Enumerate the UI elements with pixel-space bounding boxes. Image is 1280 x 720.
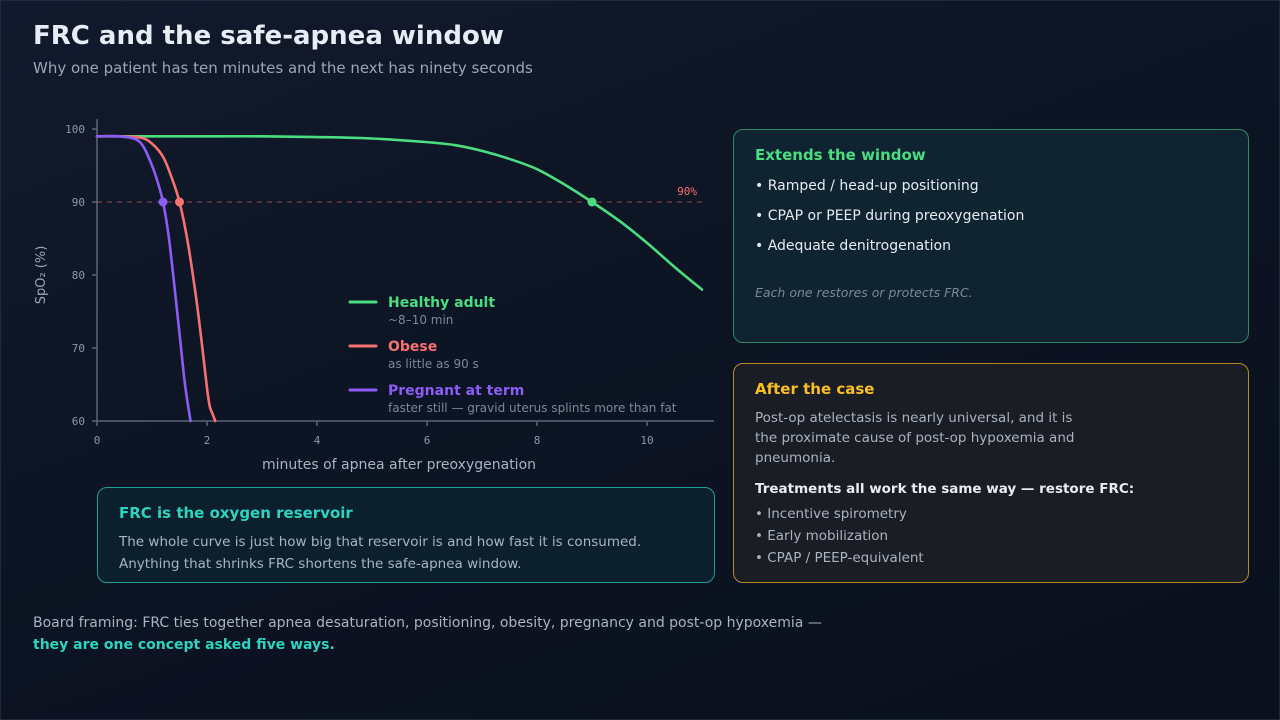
x-tick-label: 10 <box>640 434 653 447</box>
after-lead: Treatments all work the same way — resto… <box>755 481 1135 497</box>
chart-series <box>95 134 704 423</box>
frc-line-1: The whole curve is just how big that res… <box>119 534 642 550</box>
y-tick-label: 80 <box>72 269 85 282</box>
frc-reservoir-card: FRC is the oxygen reservoir The whole cu… <box>97 487 715 583</box>
footer-text: Board framing: FRC ties together apnea d… <box>33 615 822 631</box>
legend-label-obese: Obese <box>388 339 437 355</box>
marker-pregnant-at-term <box>158 197 168 207</box>
x-tick-label: 6 <box>424 434 431 447</box>
y-axis-label: SpO₂ (%) <box>34 246 49 305</box>
chart-ticks: 60 70 80 90 100 0 2 4 6 8 10 <box>65 123 654 447</box>
after-title: After the case <box>755 380 875 398</box>
after-list: • Incentive spirometry • Early mobilizat… <box>755 506 924 572</box>
x-axis-label: minutes of apnea after preoxygenation <box>262 457 536 473</box>
list-item: • Ramped / head-up positioning <box>755 178 979 194</box>
list-item: • CPAP / PEEP-equivalent <box>755 550 924 566</box>
x-tick-label: 4 <box>314 434 321 447</box>
y-tick-label: 90 <box>72 196 85 209</box>
list-item: • Adequate denitrogenation <box>755 238 951 254</box>
x-tick-label: 0 <box>94 434 101 447</box>
page-subtitle: Why one patient has ten minutes and the … <box>33 59 533 77</box>
marker-obese <box>175 197 184 207</box>
series-line-pregnant-at-term <box>95 134 192 423</box>
y-tick-label: 100 <box>65 123 85 136</box>
y-tick-label: 70 <box>72 342 85 355</box>
frc-body: The whole curve is just how big that res… <box>119 531 699 575</box>
frc-title: FRC is the oxygen reservoir <box>119 504 353 522</box>
threshold-group: 90% <box>97 185 702 203</box>
footer-emphasis: they are one concept asked five ways. <box>33 637 335 653</box>
extends-note: Each one restores or protects FRC. <box>755 285 973 300</box>
y-tick-label: 60 <box>72 415 85 428</box>
legend-note-obese: as little as 90 s <box>388 357 479 371</box>
series-line-obese <box>95 134 217 423</box>
legend-label-healthy-adult: Healthy adult <box>388 295 495 311</box>
extends-title: Extends the window <box>755 146 926 164</box>
list-item: • CPAP or PEEP during preoxygenation <box>755 208 1025 224</box>
extends-window-card: Extends the window • Ramped / head-up po… <box>733 129 1249 343</box>
chart-markers <box>158 197 597 207</box>
extends-list: • Ramped / head-up positioning • CPAP or… <box>755 178 1024 268</box>
after-body: Post-op atelectasis is nearly universal,… <box>755 410 1075 466</box>
x-tick-label: 2 <box>204 434 211 447</box>
list-item: • Early mobilization <box>755 528 889 544</box>
spo2-chart: 60 70 80 90 100 0 2 4 6 8 10 90% Healthy adult ~8–1… <box>34 119 714 473</box>
series-line-healthy-adult <box>95 134 704 291</box>
footer: Board framing: FRC ties together apnea d… <box>33 612 822 656</box>
list-item: • Incentive spirometry <box>755 506 907 522</box>
legend-label-pregnant-at-term: Pregnant at term <box>388 383 524 399</box>
frc-line-2: Anything that shrinks FRC shortens the s… <box>119 556 522 572</box>
legend-note-pregnant-at-term: faster still — gravid uterus splints mor… <box>388 401 677 415</box>
page-title: FRC and the safe-apnea window <box>33 21 504 51</box>
chart-axes <box>96 119 714 422</box>
threshold-label: 90% <box>677 185 697 198</box>
legend-note-healthy-adult: ~8–10 min <box>388 313 453 327</box>
x-tick-label: 8 <box>534 434 541 447</box>
marker-healthy-adult <box>587 197 597 207</box>
after-case-card: After the case Post-op atelectasis is ne… <box>733 363 1249 583</box>
